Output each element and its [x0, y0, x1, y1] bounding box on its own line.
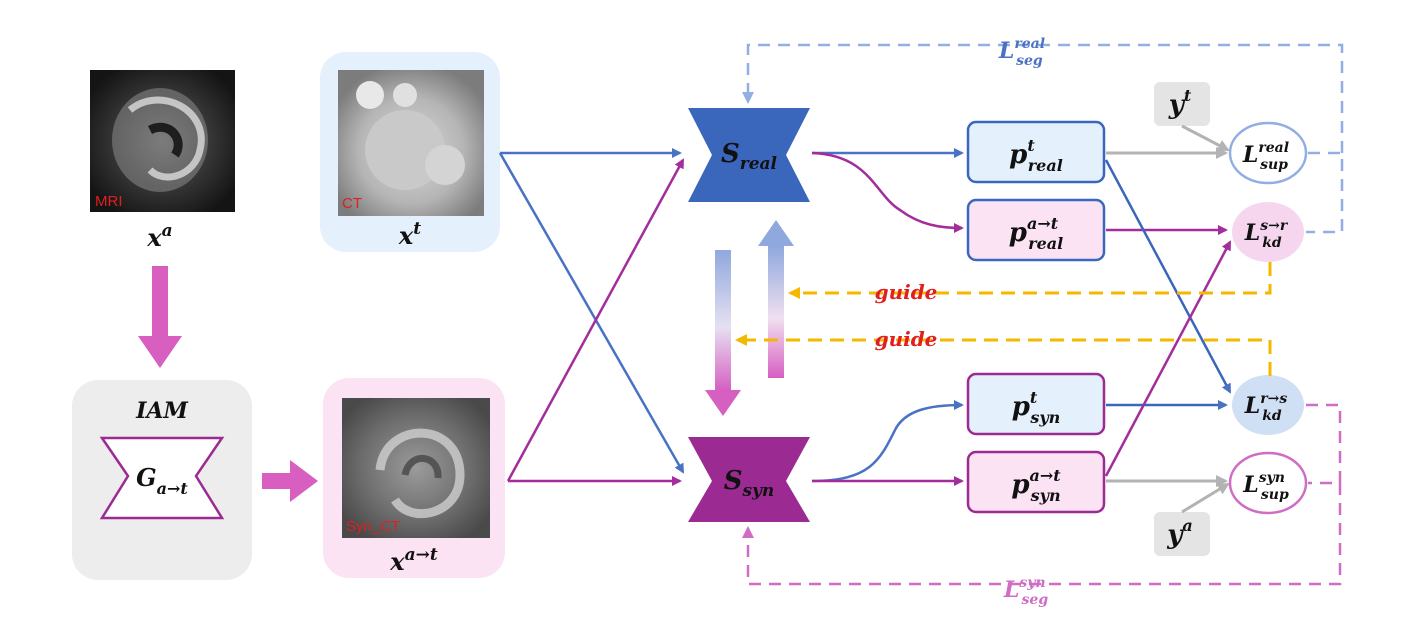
s-real-label: Sreal	[721, 139, 778, 174]
s-syn-network: Ssyn	[688, 437, 810, 522]
x-at-label: xa→t	[389, 545, 438, 576]
x-t-label: xt	[398, 219, 421, 250]
guide-top-label: guide	[875, 280, 938, 304]
s-syn-label: Ssyn	[724, 466, 775, 501]
svg-text:yt: yt	[1168, 86, 1192, 120]
y-a-label-box: ya	[1154, 512, 1210, 556]
y-t-label-box: yt	[1154, 82, 1210, 126]
ct-tag: CT	[342, 195, 362, 212]
guide-arrows	[735, 262, 1272, 376]
network-to-prediction-arrows	[811, 148, 964, 486]
syn-ct-tag: Syn_CT	[346, 518, 400, 535]
syn-ct-panel: Syn_CT xa→t	[323, 378, 505, 578]
mri-image: MRI	[90, 70, 235, 212]
pink-right-arrow	[262, 460, 318, 502]
iam-module: IAM Ga→t	[72, 380, 252, 580]
generator-label: Ga→t	[136, 463, 188, 498]
mutual-learning-arrows	[705, 220, 794, 416]
svg-text:Lr→skd: Lr→skd	[1244, 391, 1288, 424]
iam-title: IAM	[135, 398, 188, 424]
mri-tag: MRI	[95, 193, 123, 210]
guide-bottom-label: guide	[875, 327, 938, 351]
pink-down-arrow	[138, 266, 182, 368]
svg-text:Ls→rkd: Ls→rkd	[1244, 218, 1289, 251]
svg-text:ya: ya	[1166, 516, 1192, 550]
s-real-network: Sreal	[688, 108, 810, 202]
ct-panel: CT xt	[320, 52, 500, 252]
seg-syn-feedback	[742, 403, 1342, 586]
kd-arrows	[1104, 159, 1232, 477]
seg-real-feedback	[742, 43, 1344, 234]
generator-shape	[99, 436, 225, 520]
input-to-network-arrows	[498, 148, 685, 486]
prediction-to-loss-arrows	[1106, 124, 1230, 514]
x-a-label: xa	[146, 221, 172, 252]
